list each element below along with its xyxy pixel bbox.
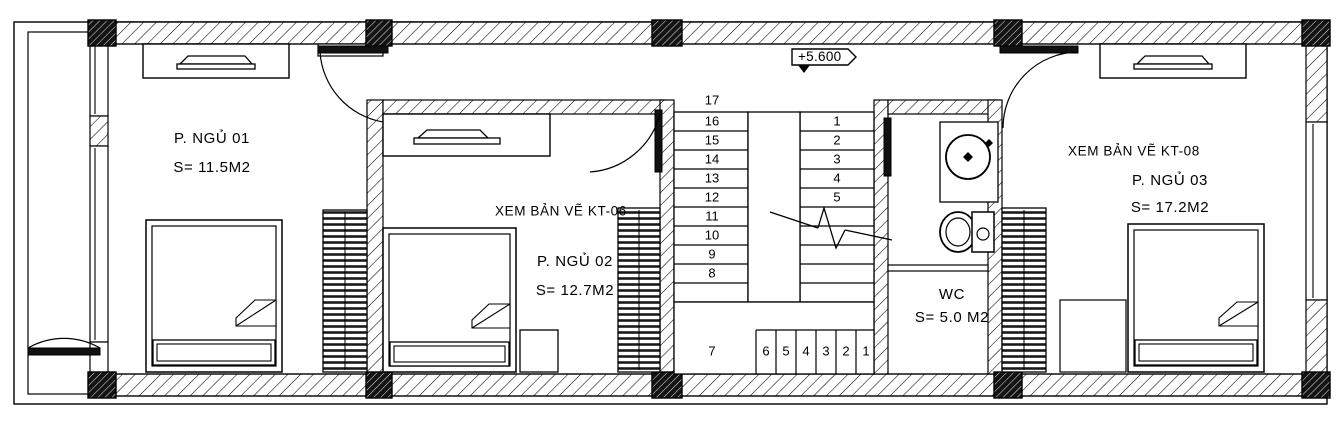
bed-bedroom-02 bbox=[382, 227, 559, 373]
wc-fixtures bbox=[939, 121, 999, 253]
elevation-value: +5.600 bbox=[798, 49, 841, 64]
step-number: 4 bbox=[833, 170, 840, 185]
step-number: 12 bbox=[705, 189, 719, 204]
wardrobe-bedroom-01 bbox=[142, 43, 290, 79]
step-number: 5 bbox=[782, 343, 789, 358]
room-area-bedroom-03: S= 17.2M2 bbox=[1131, 199, 1209, 216]
bed-bedroom-03 bbox=[1059, 223, 1265, 373]
step-number: 17 bbox=[705, 92, 719, 107]
door-bedroom-02-right bbox=[589, 109, 663, 173]
step-number: 1 bbox=[862, 343, 869, 358]
stair-step-numbers: 17 16 15 14 13 12 11 10 9 8 1 2 3 4 5 7 … bbox=[705, 92, 870, 358]
step-number: 3 bbox=[822, 343, 829, 358]
wardrobe-bedroom-03 bbox=[1099, 43, 1247, 79]
reference-kt06: XEM BẢN VẼ KT-06 bbox=[495, 204, 627, 219]
step-number: 1 bbox=[833, 113, 840, 128]
step-number: 14 bbox=[705, 151, 719, 166]
reference-kt08: XEM BẢN VẼ KT-08 bbox=[1068, 144, 1200, 159]
structural-columns bbox=[87, 19, 1331, 399]
step-number: 8 bbox=[708, 265, 715, 280]
room-label-bedroom-02: P. NGỦ 02 bbox=[537, 252, 613, 270]
room-label-wc: WC bbox=[939, 286, 965, 303]
stair-treads-left bbox=[674, 130, 748, 284]
door-bedroom-03 bbox=[999, 45, 1079, 129]
step-number: 15 bbox=[705, 132, 719, 147]
step-number: 11 bbox=[705, 208, 719, 223]
step-number: 16 bbox=[705, 113, 719, 128]
step-number: 13 bbox=[705, 170, 719, 185]
step-number: 3 bbox=[833, 151, 840, 166]
wardrobe-bedroom-02 bbox=[382, 113, 551, 157]
step-number: 2 bbox=[833, 132, 840, 147]
elevation-marker: +5.600 bbox=[791, 48, 857, 73]
stair-risers-bottom bbox=[755, 329, 874, 374]
door-wc bbox=[883, 117, 892, 177]
step-number: 4 bbox=[802, 343, 809, 358]
room-area-bedroom-02: S= 12.7M2 bbox=[536, 282, 614, 299]
louver-panels bbox=[322, 207, 1047, 373]
staircase bbox=[673, 111, 893, 375]
room-label-bedroom-03: P. NGỦ 03 bbox=[1132, 171, 1208, 189]
step-number: 9 bbox=[708, 246, 715, 261]
step-number: 6 bbox=[762, 343, 769, 358]
step-number: 10 bbox=[705, 227, 719, 242]
step-number: 5 bbox=[833, 189, 840, 204]
bed-bedroom-01 bbox=[145, 219, 283, 373]
stair-break-line bbox=[769, 205, 893, 250]
door-bedroom-02-top bbox=[317, 45, 389, 123]
step-number: 2 bbox=[842, 343, 849, 358]
room-area-wc: S= 5.0 M2 bbox=[915, 309, 989, 326]
reference-labels: XEM BẢN VẼ KT-06 XEM BẢN VẼ KT-08 bbox=[495, 144, 1200, 219]
door-bedroom-01 bbox=[27, 337, 101, 356]
room-area-bedroom-01: S= 11.5M2 bbox=[173, 159, 250, 176]
room-label-bedroom-01: P. NGỦ 01 bbox=[174, 129, 250, 147]
toilet-icon bbox=[939, 211, 995, 253]
room-labels: P. NGỦ 01 S= 11.5M2 P. NGỦ 02 S= 12.7M2 … bbox=[173, 129, 1209, 326]
stair-landing-number: 7 bbox=[708, 343, 715, 358]
stair-treads-right bbox=[800, 130, 874, 284]
